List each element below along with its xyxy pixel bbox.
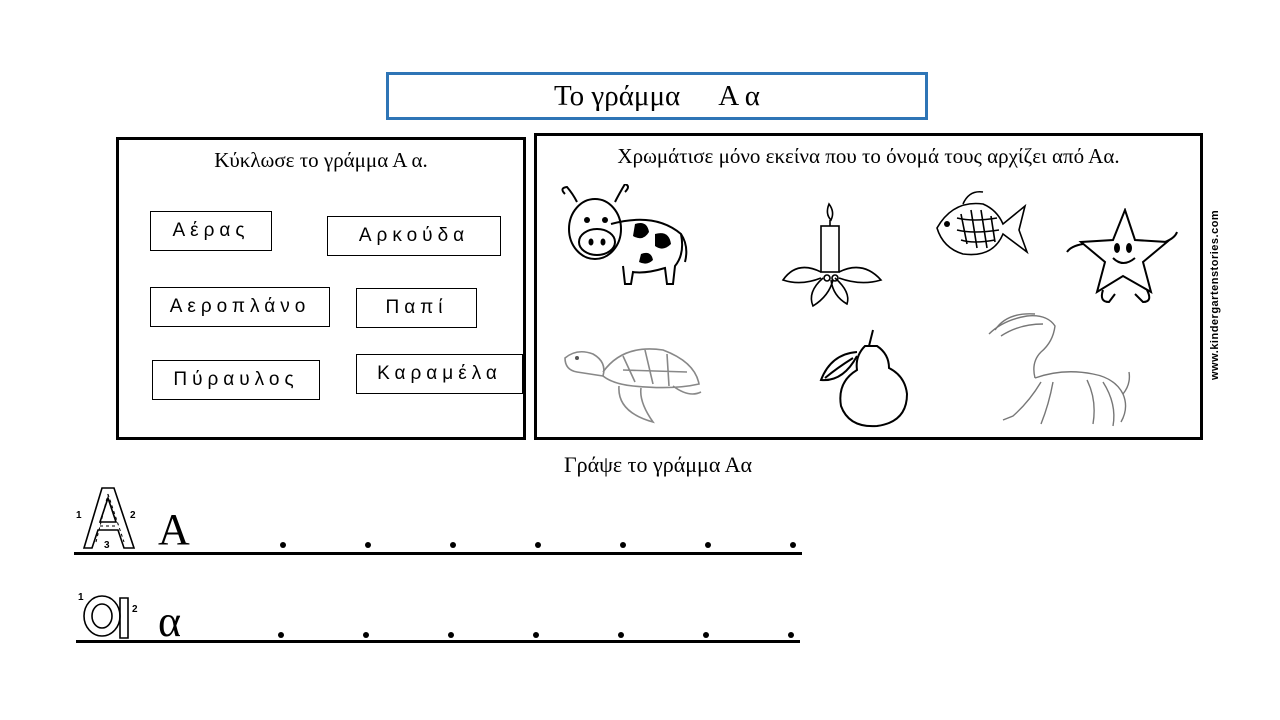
model-small-alpha: α [158, 597, 182, 646]
writing-dot [790, 542, 796, 548]
traceable-small-alpha: 1 2 [78, 592, 138, 639]
writing-dot [450, 542, 456, 548]
circle-letter-panel: Κύκλωσε το γράμμα Α α. Αέρας Αρκούδα Αερ… [116, 137, 526, 440]
writing-dot [280, 542, 286, 548]
write-instruction: Γράψε το γράμμα Αα [563, 452, 753, 477]
writing-dot [620, 542, 626, 548]
stroke-number: 2 [130, 510, 136, 521]
traceable-capital-alpha: 1 2 3 [76, 487, 136, 551]
writing-dot [703, 632, 709, 638]
writing-dot [448, 632, 454, 638]
model-capital-alpha: Α [158, 505, 190, 554]
word-card-arkouda[interactable]: Αρκούδα [327, 216, 501, 256]
writing-dot [363, 632, 369, 638]
word-card-aeras[interactable]: Αέρας [150, 211, 272, 251]
stroke-number: 3 [104, 540, 110, 551]
color-instruction: Χρωμάτισε μόνο εκείνα που το όνομά τους … [617, 144, 1120, 168]
word-card-pyravlos[interactable]: Πύραυλος [152, 360, 320, 400]
title-box: Το γράμμα Α α [386, 72, 928, 120]
color-pictures-panel: Χρωμάτισε μόνο εκείνα που το όνομά τους … [534, 133, 1203, 440]
stroke-number: 1 [76, 510, 82, 521]
writing-dot [278, 632, 284, 638]
turtle-picture[interactable] [563, 342, 703, 424]
writing-dot [535, 542, 541, 548]
writing-line [76, 640, 800, 643]
title-label: Το γράμμα [553, 79, 681, 112]
candle-picture[interactable] [777, 200, 887, 310]
star-picture[interactable] [1063, 208, 1181, 308]
website-label: www.kindergartenstories.com [1209, 209, 1221, 381]
horse-picture[interactable] [983, 312, 1133, 428]
writing-dot [618, 632, 624, 638]
word-card-aeroplano[interactable]: Αεροπλάνο [150, 287, 330, 327]
fish-picture[interactable] [933, 188, 1029, 268]
cow-picture[interactable] [555, 184, 695, 292]
writing-dot [365, 542, 371, 548]
word-card-papi[interactable]: Παπί [356, 288, 477, 328]
writing-dot [788, 632, 794, 638]
writing-line [74, 552, 802, 555]
writing-dot [705, 542, 711, 548]
title-letters: Α α [718, 79, 761, 112]
stroke-number: 1 [78, 592, 84, 603]
writing-dot [533, 632, 539, 638]
circle-instruction: Κύκλωσε το γράμμα Α α. [214, 148, 428, 172]
word-card-karamela[interactable]: Καραμέλα [356, 354, 523, 394]
stroke-number: 2 [132, 604, 138, 615]
pear-picture[interactable] [817, 326, 911, 430]
